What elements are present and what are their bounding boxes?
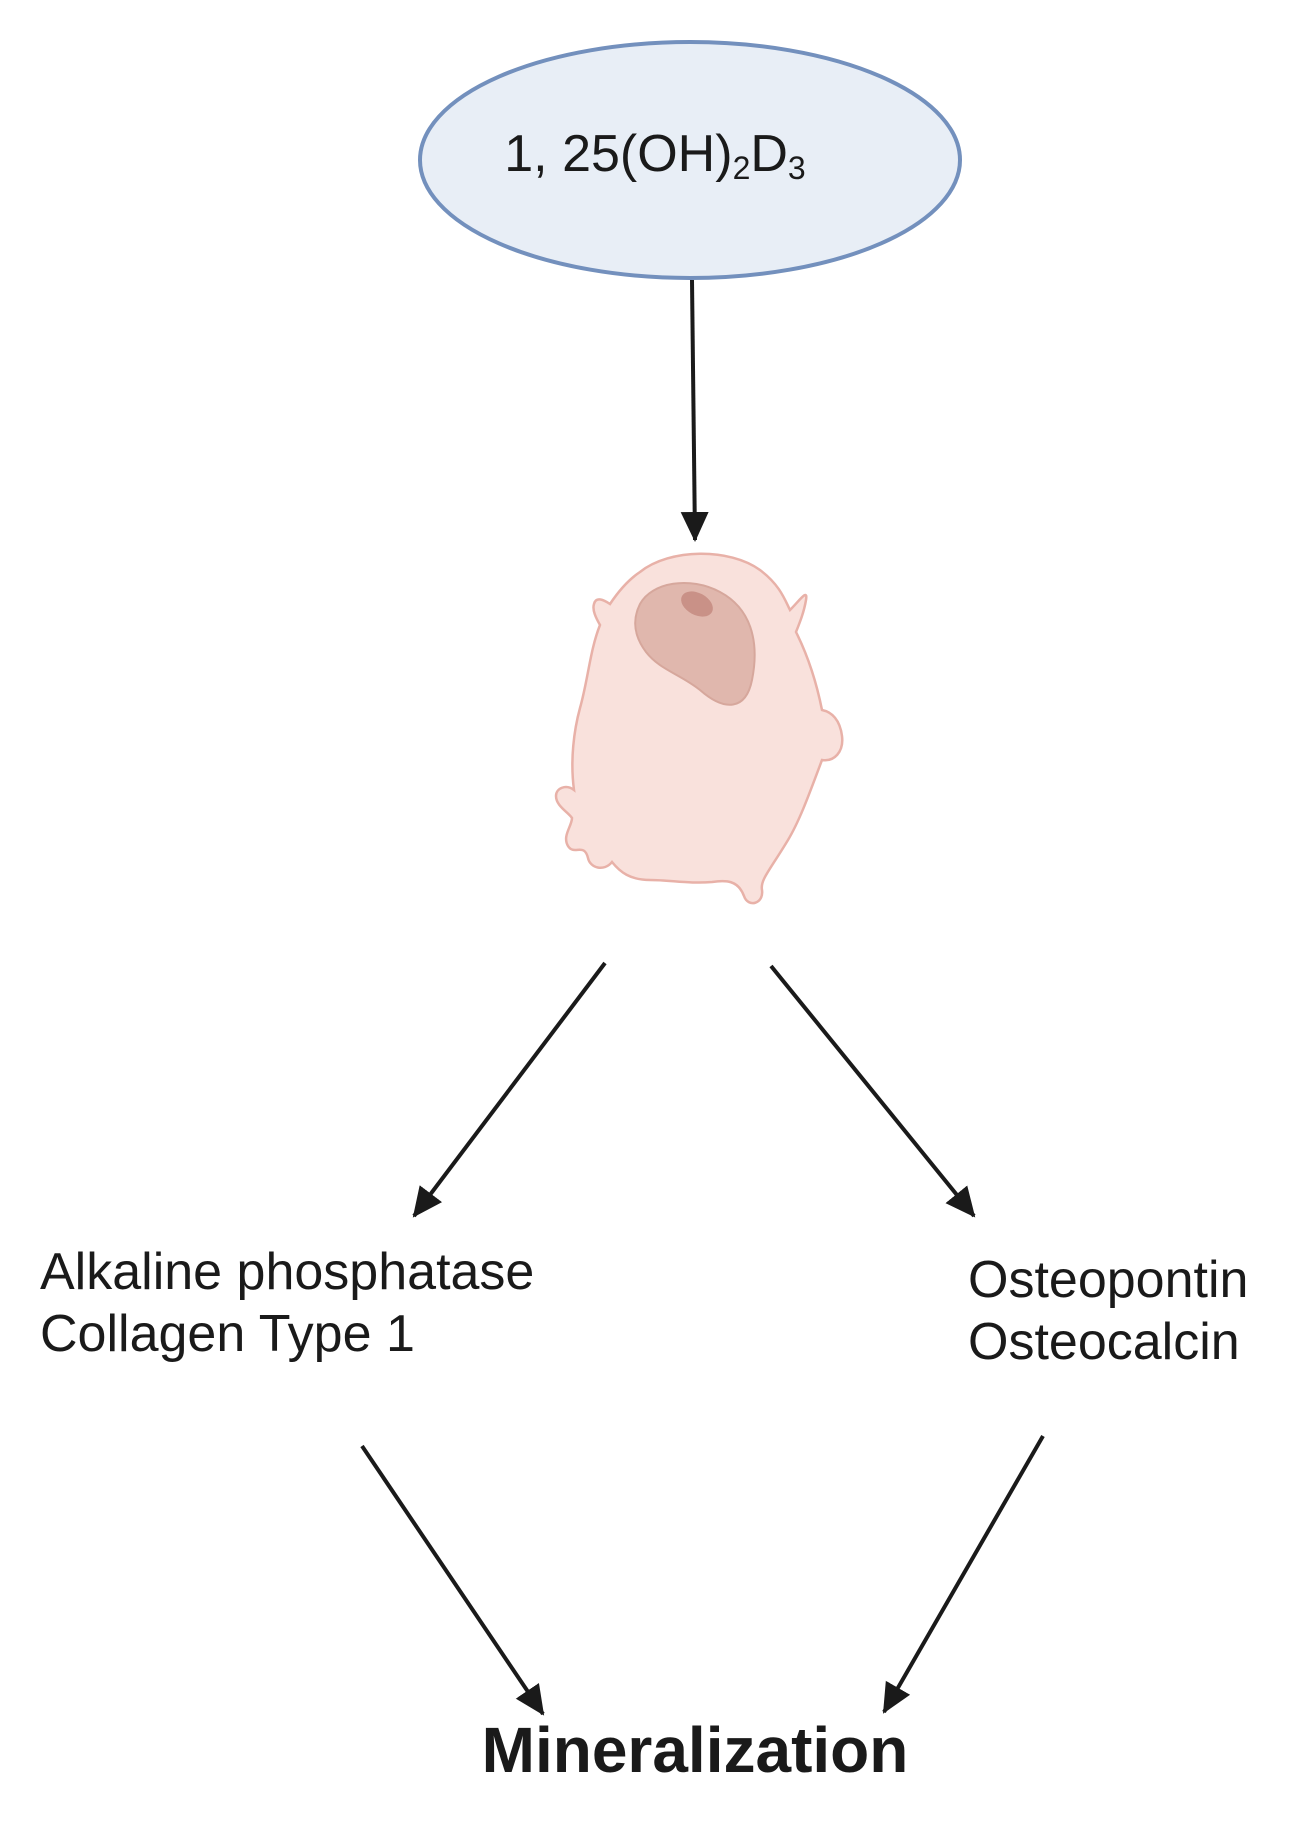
arrow-right-targets-to-outcome [882, 1435, 1045, 1714]
target-collagen-type-1: Collagen Type 1 [40, 1305, 415, 1363]
arrow-cell-to-right-targets [769, 964, 976, 1218]
molecule-label-sub1: 2 [732, 150, 751, 186]
osteoblast-cell-icon [554, 552, 844, 905]
molecule-label-prefix: 1, 25(OH) [504, 125, 733, 183]
arrow-cell-to-left-targets [412, 961, 607, 1218]
arrow-left-targets-to-outcome [360, 1444, 545, 1716]
target-alkaline-phosphatase: Alkaline phosphatase [40, 1243, 535, 1301]
target-osteocalcin: Osteocalcin [968, 1313, 1240, 1371]
molecule-label-mid: D [750, 125, 788, 183]
target-osteopontin: Osteopontin [968, 1251, 1249, 1309]
arrow-molecule-to-cell [680, 279, 709, 542]
molecule-label-sub2: 3 [787, 150, 806, 186]
nucleolus-icon [681, 591, 713, 617]
outcome-mineralization: Mineralization [481, 1714, 909, 1786]
molecule-label: 1, 25(OH)2D3 [420, 122, 890, 200]
molecule-node [418, 40, 962, 280]
